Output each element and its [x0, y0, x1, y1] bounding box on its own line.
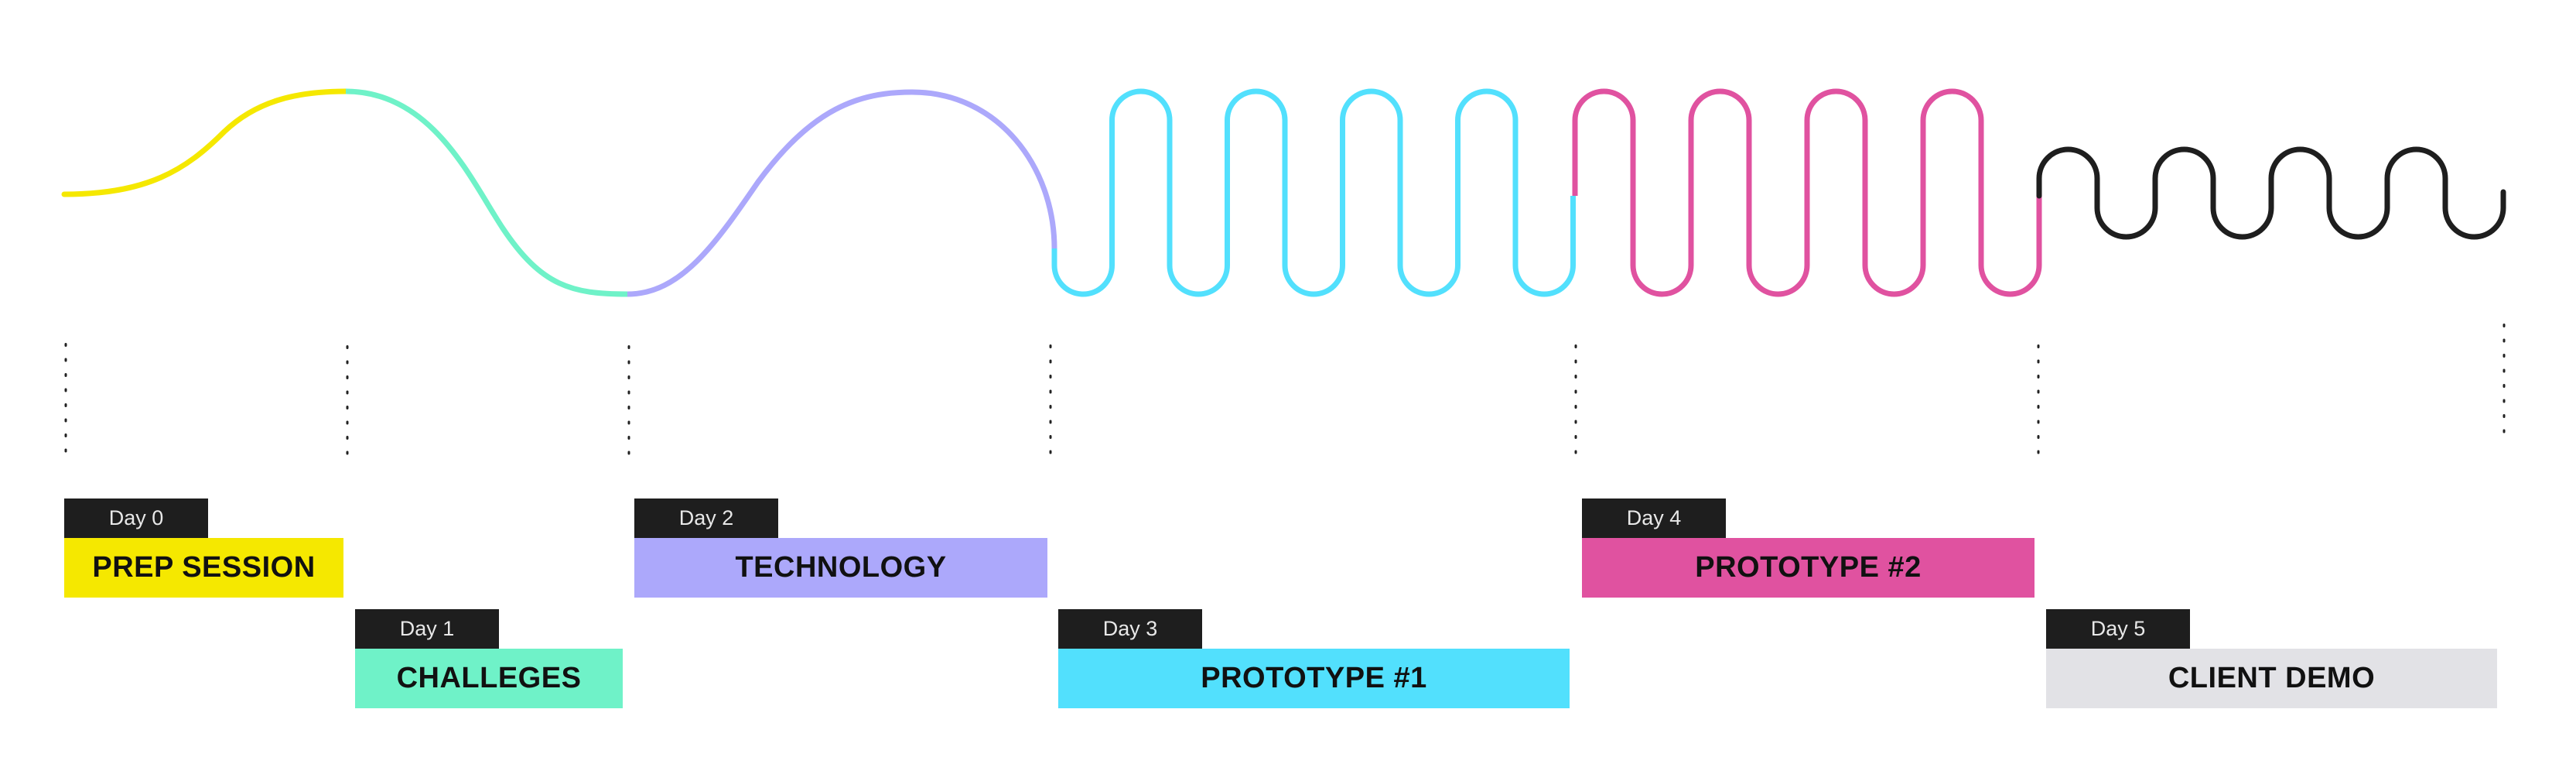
day-tag-1: Day 1 — [355, 609, 499, 649]
divider-dot — [627, 360, 630, 365]
day-tag-label: Day 5 — [2090, 617, 2146, 640]
day-divider-2 — [627, 345, 630, 455]
day-divider-0 — [64, 343, 67, 453]
divider-dot — [1574, 435, 1577, 439]
divider-dot — [346, 360, 349, 365]
divider-dot — [1049, 375, 1052, 379]
phase-label: CLIENT DEMO — [2168, 662, 2376, 694]
divider-dot — [346, 420, 349, 425]
divider-dot — [627, 420, 630, 425]
divider-dot — [346, 436, 349, 440]
divider-dot — [346, 375, 349, 379]
day-tag-5: Day 5 — [2046, 609, 2190, 649]
phase-label: TECHNOLOGY — [735, 551, 947, 584]
divider-dot — [346, 451, 349, 455]
phase-bar-challenges: CHALLEGES — [355, 649, 623, 708]
divider-dot — [346, 406, 349, 409]
divider-dot — [2503, 429, 2506, 433]
wave-segment-challenges — [345, 88, 628, 297]
divider-dot — [2503, 384, 2506, 388]
divider-dot — [64, 403, 67, 407]
divider-dot — [2037, 450, 2040, 454]
phase-label: PREP SESSION — [92, 551, 316, 584]
divider-dot — [1049, 420, 1052, 424]
divider-dot — [627, 375, 630, 379]
divider-dot — [1574, 450, 1577, 454]
divider-dot — [2503, 368, 2506, 373]
divider-dot — [1574, 344, 1577, 348]
day-tag-label: Day 1 — [399, 617, 455, 640]
day-tag-label: Day 4 — [1626, 506, 1682, 529]
divider-dot — [2037, 344, 2040, 348]
divider-dot — [627, 406, 630, 409]
divider-dot — [627, 390, 630, 395]
divider-dot — [2503, 324, 2506, 327]
divider-dot — [2037, 375, 2040, 379]
divider-dot — [2503, 414, 2506, 418]
divider-dot — [64, 343, 67, 347]
phase-bar-prototype-1: PROTOTYPE #1 — [1058, 649, 1570, 708]
divider-dot — [1574, 405, 1577, 409]
phase-bar-prep-session: PREP SESSION — [64, 538, 343, 598]
divider-dot — [1574, 375, 1577, 379]
wave-segment-client-demo — [2036, 146, 2506, 240]
divider-dot — [1049, 359, 1052, 364]
divider-dot — [64, 433, 67, 437]
divider-dot — [1049, 344, 1052, 348]
divider-dot — [1574, 389, 1577, 394]
day-tag-0: Day 0 — [64, 498, 208, 538]
wave-segment-prototype-1 — [1051, 88, 1576, 297]
day-divider-6 — [2503, 324, 2506, 433]
phase-label: CHALLEGES — [396, 662, 582, 694]
phase-bar-technology: TECHNOLOGY — [634, 538, 1047, 598]
wave-segment-prep — [61, 88, 349, 197]
divider-dot — [64, 373, 67, 377]
wave-segment-prototype-2 — [1572, 88, 2042, 297]
day-tag-label: Day 3 — [1102, 617, 1158, 640]
divider-dot — [64, 388, 67, 392]
divider-dot — [1574, 359, 1577, 364]
phase-bar-client-demo: CLIENT DEMO — [2046, 649, 2497, 708]
divider-dot — [1049, 389, 1052, 394]
divider-dot — [1049, 405, 1052, 409]
phase-label: PROTOTYPE #1 — [1201, 662, 1427, 694]
day-divider-1 — [346, 345, 349, 455]
phase-label: PROTOTYPE #2 — [1695, 551, 1922, 584]
divider-dot — [2037, 435, 2040, 439]
divider-dot — [627, 451, 630, 455]
divider-dot — [2037, 420, 2040, 424]
divider-dot — [627, 436, 630, 440]
divider-dot — [346, 345, 349, 349]
wave-segment-technology — [627, 89, 1057, 297]
divider-dot — [2503, 399, 2506, 403]
day-tag-label: Day 2 — [678, 506, 734, 529]
divider-dot — [2037, 405, 2040, 409]
divider-dot — [64, 418, 67, 423]
divider-dot — [2037, 359, 2040, 364]
day-tag-3: Day 3 — [1058, 609, 1202, 649]
divider-dot — [1574, 420, 1577, 424]
divider-dot — [1049, 450, 1052, 454]
divider-dot — [64, 448, 67, 453]
divider-dot — [2037, 389, 2040, 394]
day-tag-2: Day 2 — [634, 498, 778, 538]
day-divider-3 — [1049, 344, 1052, 454]
phase-bar-prototype-2: PROTOTYPE #2 — [1582, 538, 2034, 598]
day-tag-label: Day 0 — [108, 506, 164, 529]
divider-dot — [627, 345, 630, 349]
divider-dot — [1049, 435, 1052, 439]
day-tag-4: Day 4 — [1582, 498, 1726, 538]
divider-dot — [2503, 354, 2506, 358]
divider-dot — [64, 358, 67, 362]
day-divider-4 — [1574, 344, 1577, 454]
divider-dot — [2503, 338, 2506, 343]
day-divider-5 — [2037, 344, 2040, 454]
divider-dot — [346, 390, 349, 395]
